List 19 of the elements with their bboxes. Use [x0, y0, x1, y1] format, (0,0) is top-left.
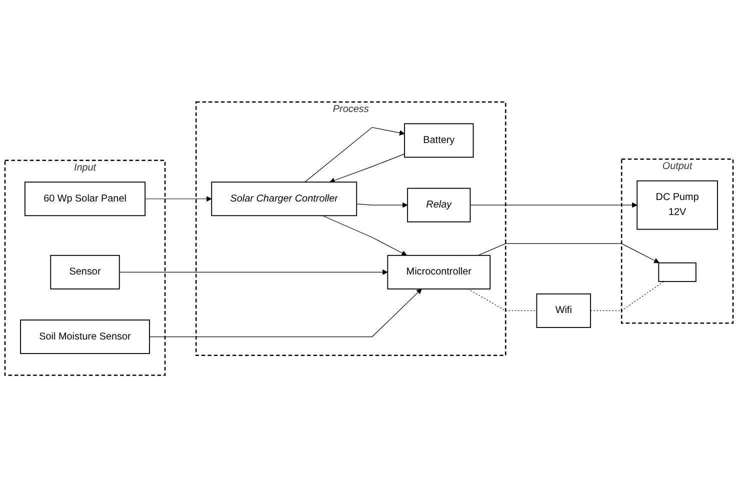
node-box: DC Pump 12V — [636, 180, 718, 230]
node-box — [658, 262, 696, 282]
arrow — [356, 202, 408, 208]
arrow — [470, 202, 638, 208]
arrow — [478, 243, 660, 263]
arrow — [330, 153, 405, 183]
arrow — [144, 196, 212, 202]
node-box: Microcontroller — [387, 254, 491, 290]
node-box: 60 Wp Solar Panel — [24, 182, 146, 216]
arrow — [322, 215, 407, 256]
arrow — [149, 288, 422, 337]
node-box: Relay — [407, 188, 471, 222]
node-box: Solar Charger Controller — [211, 182, 358, 216]
node-box: Battery — [404, 123, 474, 158]
node-box: Wifi — [536, 293, 591, 328]
arrow — [119, 269, 388, 275]
arrow — [304, 126, 405, 182]
node-box: Sensor — [50, 254, 120, 290]
node-box: Soil Moisture Sensor — [20, 319, 150, 354]
